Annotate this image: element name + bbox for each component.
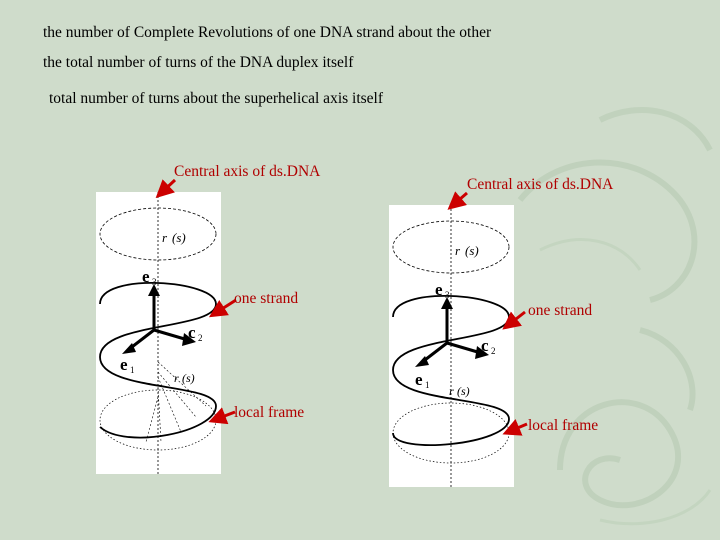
- c2-label: c: [481, 336, 489, 355]
- top-circle: [392, 220, 510, 274]
- left-strand-label: one strand: [234, 290, 299, 307]
- helix-strand: [99, 282, 217, 439]
- e1-label: e: [415, 370, 423, 389]
- r-vector-arg: (s): [465, 243, 479, 258]
- e3-arrowhead: [148, 284, 160, 296]
- r-vector-label: r: [455, 243, 461, 258]
- right-local-frame-label: local frame: [528, 417, 599, 434]
- r-prime-label: r: [174, 371, 179, 385]
- left-dna-helix-figure: r (s) e 3 c 2 e 1 r (s): [96, 192, 221, 474]
- e3-label: e: [435, 280, 443, 299]
- right-central-axis-label: Central axis of ds.DNA: [467, 176, 614, 193]
- c2-subscript: 2: [491, 346, 496, 356]
- right-strand-label: one strand: [528, 302, 593, 319]
- e1-subscript: 1: [130, 365, 135, 375]
- e1-subscript: 1: [425, 380, 430, 390]
- left-local-frame-label: local frame: [234, 404, 305, 421]
- r-vector-label: r: [162, 230, 168, 245]
- e1-label: e: [120, 355, 128, 374]
- e3-arrowhead: [441, 297, 453, 309]
- c2-arrowhead: [182, 333, 196, 346]
- right-dna-helix-figure: r (s) e 3 c 2 e 1 r (s): [389, 205, 514, 487]
- r-prime-arg: (s): [182, 371, 195, 385]
- top-circle: [99, 207, 217, 261]
- radial-lines: [145, 361, 207, 443]
- c2-subscript: 2: [198, 333, 203, 343]
- e3-subscript: 3: [152, 277, 157, 287]
- e1-arrowhead: [415, 356, 429, 367]
- c2-arrowhead: [475, 346, 489, 359]
- c2-label: c: [188, 323, 196, 342]
- e3-subscript: 3: [445, 290, 450, 300]
- definition-line-writhe: total number of turns about the superhel…: [49, 90, 384, 107]
- r-vector-arg: (s): [172, 230, 186, 245]
- definition-line-duplex-turns: the total number of turns of the DNA dup…: [43, 54, 354, 71]
- helix-strand: [392, 295, 510, 446]
- e1-arrowhead: [122, 343, 136, 354]
- r-prime-arg: (s): [457, 384, 470, 398]
- definition-line-twist: the number of Complete Revolutions of on…: [43, 24, 492, 41]
- r-prime-label: r: [449, 384, 454, 398]
- e3-label: e: [142, 267, 150, 286]
- left-central-axis-label: Central axis of ds.DNA: [174, 163, 321, 180]
